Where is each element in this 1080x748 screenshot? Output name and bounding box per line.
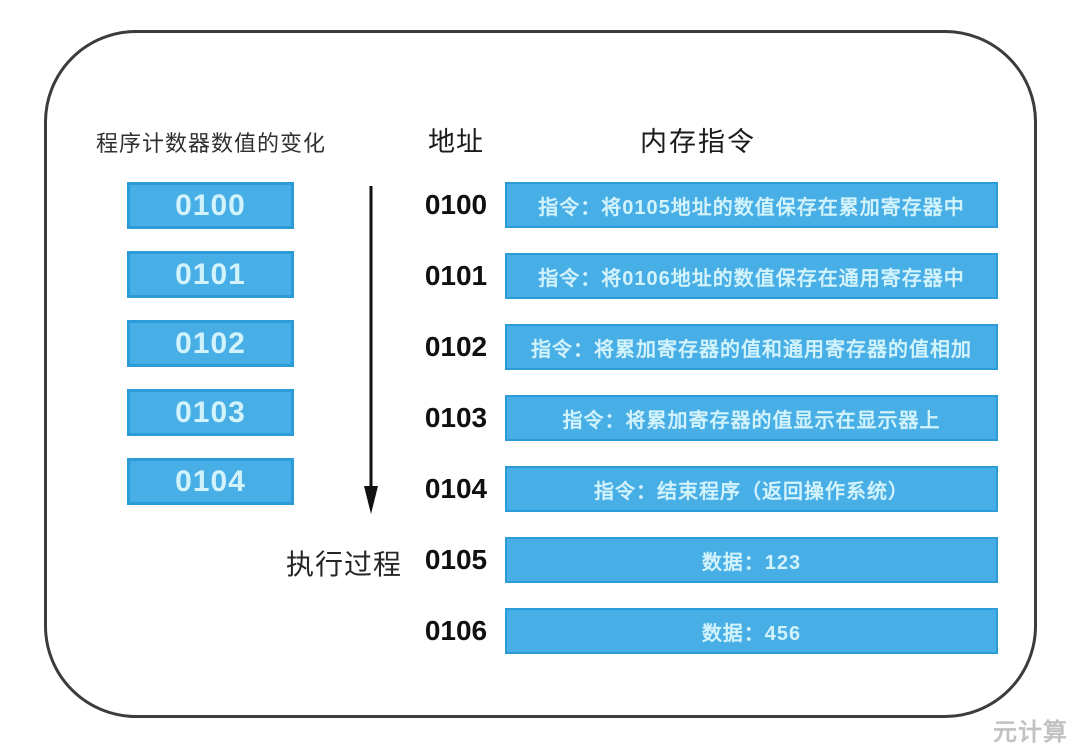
address-label: 0100 xyxy=(424,189,488,220)
pc-value-box: 0102 xyxy=(127,320,294,367)
pc-value-box: 0101 xyxy=(127,251,294,298)
memory-cell: 指令：将累加寄存器的值和通用寄存器的值相加 xyxy=(505,324,998,370)
memory-cell: 指令：结束程序（返回操作系统） xyxy=(505,466,998,512)
pc-value: 0102 xyxy=(175,326,246,360)
pc-column-header: 程序计数器数值的变化 xyxy=(96,131,327,156)
pc-value: 0104 xyxy=(175,464,246,498)
memory-cell-text: 指令：将累加寄存器的值显示在显示器上 xyxy=(562,409,941,432)
memory-row: 0101 指令：将0106地址的数值保存在通用寄存器中 xyxy=(424,253,998,299)
memory-cell-text: 数据：456 xyxy=(701,622,802,645)
memory-row: 0103 指令：将累加寄存器的值显示在显示器上 xyxy=(424,395,998,441)
memory-cell: 指令：将0105地址的数值保存在累加寄存器中 xyxy=(505,182,998,228)
pc-value: 0103 xyxy=(175,395,246,429)
memory-row: 0104 指令：结束程序（返回操作系统） xyxy=(424,466,998,512)
memory-row: 0102 指令：将累加寄存器的值和通用寄存器的值相加 xyxy=(424,324,998,370)
memory-cell: 指令：将累加寄存器的值显示在显示器上 xyxy=(505,395,998,441)
pc-value-list: 0100 0101 0102 0103 0104 xyxy=(127,182,294,505)
address-label: 0102 xyxy=(424,331,488,362)
watermark: 元计算 xyxy=(993,719,1068,746)
memory-cell-text: 数据：123 xyxy=(701,551,802,574)
address-label: 0104 xyxy=(424,473,488,504)
memory-cell-text: 指令：将0105地址的数值保存在累加寄存器中 xyxy=(538,196,965,219)
memory-cell-text: 指令：将0106地址的数值保存在通用寄存器中 xyxy=(538,267,965,290)
memory-cell-text: 指令：结束程序（返回操作系统） xyxy=(594,480,909,503)
memory-column-header: 内存指令 xyxy=(640,127,756,157)
address-column-header: 地址 xyxy=(428,127,484,157)
memory-cell: 数据：456 xyxy=(505,608,998,654)
pc-value-box: 0103 xyxy=(127,389,294,436)
memory-cell: 指令：将0106地址的数值保存在通用寄存器中 xyxy=(505,253,998,299)
memory-row: 0106 数据：456 xyxy=(424,608,998,654)
address-label: 0103 xyxy=(424,402,488,433)
memory-cell-text: 指令：将累加寄存器的值和通用寄存器的值相加 xyxy=(531,338,972,361)
pc-value-box: 0104 xyxy=(127,458,294,505)
pc-value: 0101 xyxy=(175,257,246,291)
rounded-frame xyxy=(44,30,1037,718)
memory-row: 0100 指令：将0105地址的数值保存在累加寄存器中 xyxy=(424,182,998,228)
pc-value: 0100 xyxy=(175,188,246,222)
memory-cell: 数据：123 xyxy=(505,537,998,583)
memory-table: 0100 指令：将0105地址的数值保存在累加寄存器中 0101 指令：将010… xyxy=(424,182,998,654)
address-label: 0105 xyxy=(424,544,488,575)
execution-arrow-icon xyxy=(364,186,378,514)
execution-process-label: 执行过程 xyxy=(286,549,403,580)
address-label: 0106 xyxy=(424,615,488,646)
memory-row: 0105 数据：123 xyxy=(424,537,998,583)
pc-value-box: 0100 xyxy=(127,182,294,229)
address-label: 0101 xyxy=(424,260,488,291)
